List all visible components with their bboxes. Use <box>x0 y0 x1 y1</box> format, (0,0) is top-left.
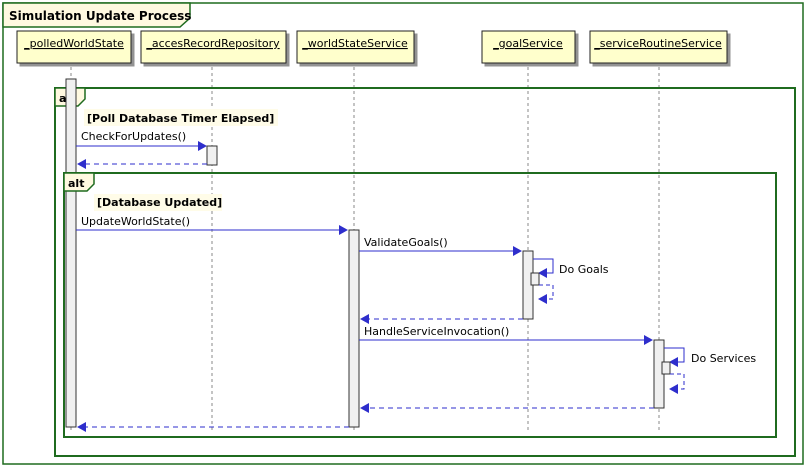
return-do-services <box>669 373 685 394</box>
message-label: HandleServiceInvocation() <box>364 325 509 338</box>
alt-fragment-inner: alt [Database Updated] <box>63 172 777 438</box>
participant-label: _accesRecordRepository <box>145 37 280 50</box>
message-label: CheckForUpdates() <box>81 130 186 143</box>
participant-goal-service[interactable]: _goalService <box>481 30 576 64</box>
activation-service-routine-service-nested <box>661 361 671 375</box>
message-label: Do Goals <box>559 263 609 276</box>
participant-world-state-service[interactable]: _worldStateService <box>296 30 415 64</box>
message-label: Do Services <box>691 352 756 365</box>
activation-acces-record-repository <box>206 145 218 166</box>
message-label: UpdateWorldState() <box>81 215 190 228</box>
activation-polled-world-state <box>65 78 77 428</box>
message-do-goals: Do Goals <box>533 258 609 278</box>
fragment-keyword: alt <box>68 177 84 190</box>
participant-label: _worldStateService <box>301 37 408 50</box>
frame-title: Simulation Update Process <box>9 9 191 23</box>
fragment-guard: [Poll Database Timer Elapsed] <box>87 112 274 125</box>
message-label: ValidateGoals() <box>364 236 448 249</box>
participant-label: _polledWorldState <box>23 37 124 50</box>
fragment-guard: [Database Updated] <box>97 196 222 209</box>
message-do-services: Do Services <box>664 347 756 367</box>
participant-service-routine-service[interactable]: _serviceRoutineService <box>589 30 728 64</box>
participant-polled-world-state[interactable]: _polledWorldState <box>16 30 132 64</box>
activation-goal-service-nested <box>530 272 540 286</box>
message-validate-goals: ValidateGoals() <box>359 236 522 256</box>
participant-acces-record-repository[interactable]: _accesRecordRepository <box>140 30 287 64</box>
alt-fragment-outer: alt [Poll Database Timer Elapsed] <box>54 87 796 457</box>
activation-world-state-service <box>348 229 360 428</box>
message-handle-service-invocation: HandleServiceInvocation() <box>359 325 653 345</box>
participants: _polledWorldState _accesRecordRepository… <box>16 30 728 64</box>
return-do-goals <box>538 284 554 304</box>
message-update-world-state: UpdateWorldState() <box>76 215 348 235</box>
participant-label: _goalService <box>492 37 563 50</box>
participant-label: _serviceRoutineService <box>593 37 722 50</box>
message-check-for-updates: CheckForUpdates() <box>76 130 207 151</box>
